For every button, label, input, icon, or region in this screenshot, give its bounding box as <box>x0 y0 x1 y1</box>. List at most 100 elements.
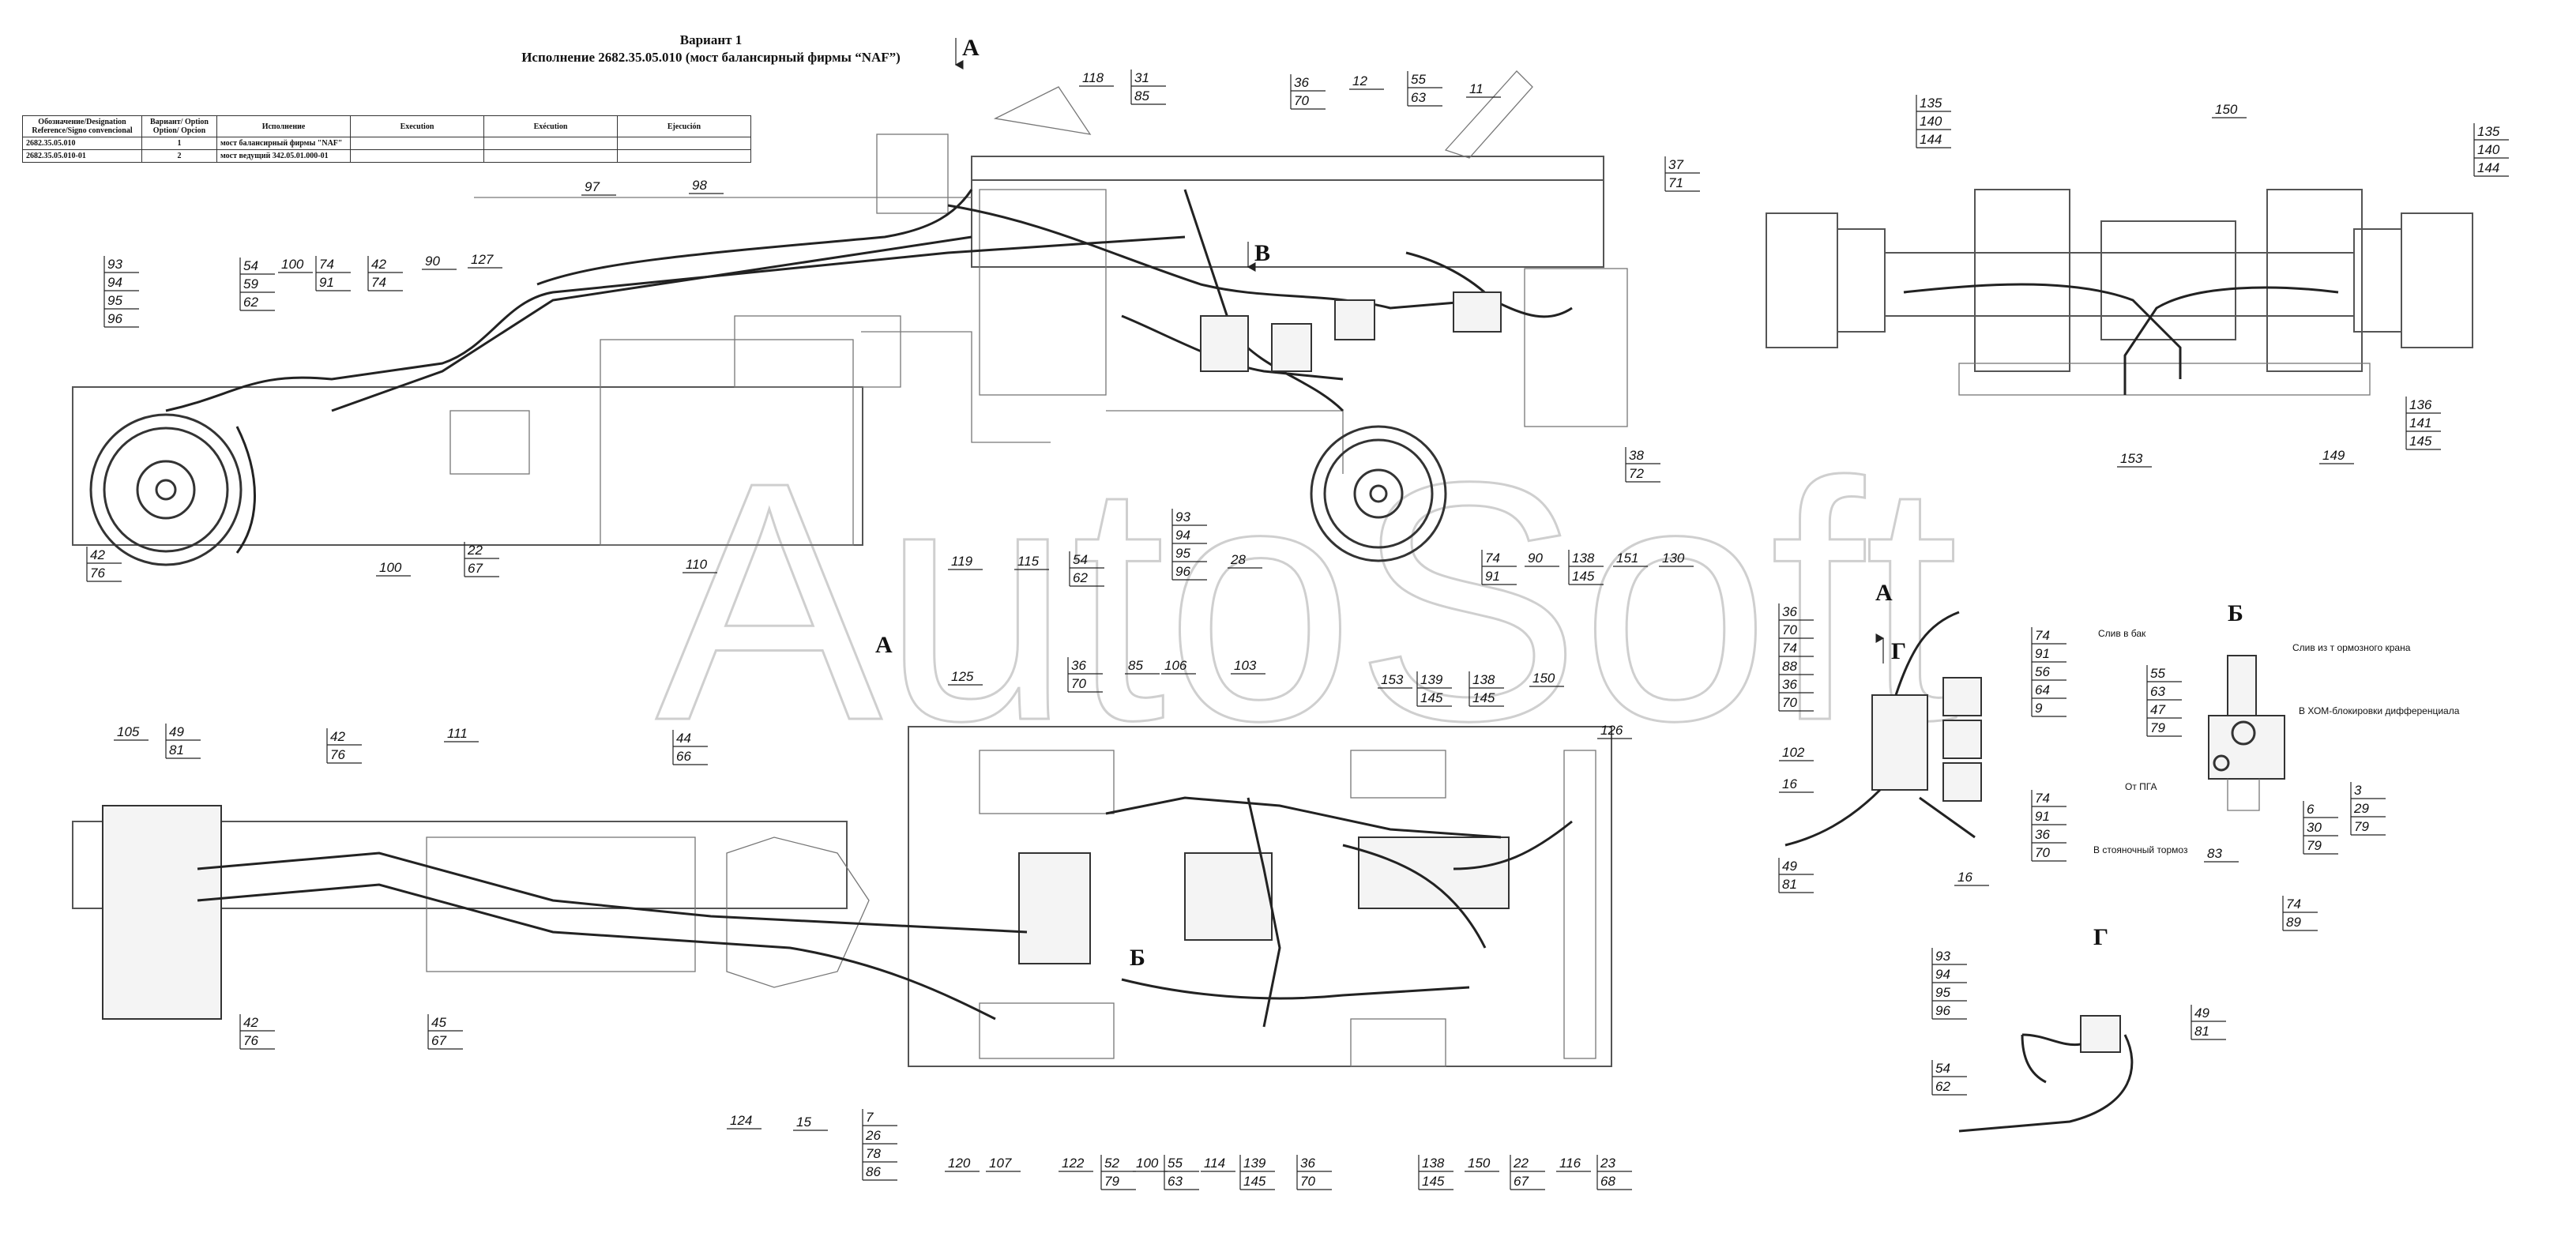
callout-number: 67 <box>431 1033 446 1048</box>
callout-number: 140 <box>1920 114 1942 129</box>
callout-number: 74 <box>2286 897 2301 912</box>
callout-number: 67 <box>1514 1174 1529 1189</box>
callout-number: 44 <box>676 731 691 746</box>
callout-number: 150 <box>1468 1156 1491 1171</box>
callout-number: 29 <box>2353 801 2369 816</box>
callout-number: 68 <box>1600 1174 1615 1189</box>
callout-number: 49 <box>169 724 184 739</box>
callout-number: 54 <box>1935 1061 1950 1076</box>
callout-l68: 150 <box>1465 1156 1499 1172</box>
callout-number: 127 <box>471 252 494 267</box>
callout-number: 86 <box>866 1164 881 1179</box>
callout-number: 81 <box>1782 877 1797 892</box>
callout-l4: 12 <box>1349 73 1384 90</box>
callout-number: 79 <box>2354 819 2369 834</box>
callout-l78: 16 <box>1954 870 1989 886</box>
callout-l6: 11 <box>1466 81 1501 98</box>
callout-number: 70 <box>1300 1174 1315 1189</box>
callout-number: 7 <box>866 1110 874 1125</box>
callout-l56: 15 <box>793 1115 828 1131</box>
view-a-detail <box>1784 611 1982 847</box>
callout-number: 63 <box>2150 684 2165 699</box>
callout-l25: 28 <box>1228 552 1262 569</box>
callout-number: 36 <box>1071 658 1086 673</box>
callout-number: 83 <box>2207 846 2222 861</box>
table-cell: 1 <box>141 137 217 150</box>
callout-number: 119 <box>951 554 973 569</box>
table-header-cell: Execution <box>350 115 484 137</box>
callout-l37: 153 <box>2117 451 2152 468</box>
callout-l29: 151 <box>1613 551 1648 567</box>
callout-number: 52 <box>1104 1156 1119 1171</box>
callout-l42: 103 <box>1231 658 1265 675</box>
callout-number: 38 <box>1629 448 1644 463</box>
callout-number: 144 <box>2477 160 2499 175</box>
caption-drain-brake: Слив из т ормозного крана <box>2292 642 2411 653</box>
view-b-detail <box>2208 655 2285 811</box>
callout-number: 81 <box>169 742 184 757</box>
callout-l12: 100 <box>278 257 313 273</box>
view-b-plan-letter: Б <box>1130 945 1145 971</box>
callout-number: 103 <box>1234 658 1257 673</box>
callout-number: 42 <box>330 729 345 744</box>
callout-number: 9 <box>2035 701 2043 716</box>
callout-number: 110 <box>686 557 708 572</box>
callout-number: 91 <box>2035 646 2050 661</box>
table-cell: 2682.35.05.010 <box>22 137 142 150</box>
callout-number: 74 <box>319 257 334 272</box>
side-view-wheels <box>89 413 1447 566</box>
callout-number: 96 <box>1175 564 1190 579</box>
callout-number: 106 <box>1164 658 1187 673</box>
callout-number: 36 <box>1782 677 1797 692</box>
callout-l48: 105 <box>114 724 149 741</box>
callout-number: 62 <box>1935 1079 1950 1094</box>
callout-number: 88 <box>1782 659 1797 674</box>
callout-l82: 83 <box>2204 846 2239 863</box>
callout-number: 122 <box>1062 1156 1085 1171</box>
caption-from-pga: От ПГА <box>2125 781 2157 792</box>
callout-number: 74 <box>371 275 386 290</box>
view-g-detail <box>1958 1015 2134 1133</box>
table-header-cell: Exécution <box>483 115 618 137</box>
callout-number: 95 <box>1175 546 1190 561</box>
callout-number: 97 <box>585 179 600 194</box>
callout-number: 71 <box>1668 175 1683 190</box>
callout-number: 70 <box>1782 622 1797 637</box>
view-b-detail-title: Б <box>2228 600 2243 626</box>
callout-number: 70 <box>1294 93 1309 108</box>
callout-number: 138 <box>1422 1156 1445 1171</box>
callout-number: 74 <box>2035 628 2050 643</box>
callout-number: 93 <box>107 257 122 272</box>
caption-park-brake: В стояночный тормоз <box>2093 844 2188 855</box>
callout-number: 136 <box>2409 397 2432 412</box>
callout-number: 100 <box>281 257 304 272</box>
callout-number: 111 <box>447 726 468 741</box>
table-header-cell: Исполнение <box>216 115 351 137</box>
callout-number: 98 <box>692 178 707 193</box>
callout-number: 66 <box>676 749 691 764</box>
callout-number: 42 <box>371 257 386 272</box>
plan-view-chassis <box>72 726 1612 1067</box>
callout-number: 56 <box>2035 664 2050 679</box>
callout-number: 22 <box>1513 1156 1529 1171</box>
table-cell <box>483 137 618 150</box>
callout-l16: 127 <box>468 252 502 269</box>
callout-number: 47 <box>2150 702 2165 717</box>
callout-number: 89 <box>2286 915 2301 930</box>
callout-number: 93 <box>1175 509 1190 524</box>
